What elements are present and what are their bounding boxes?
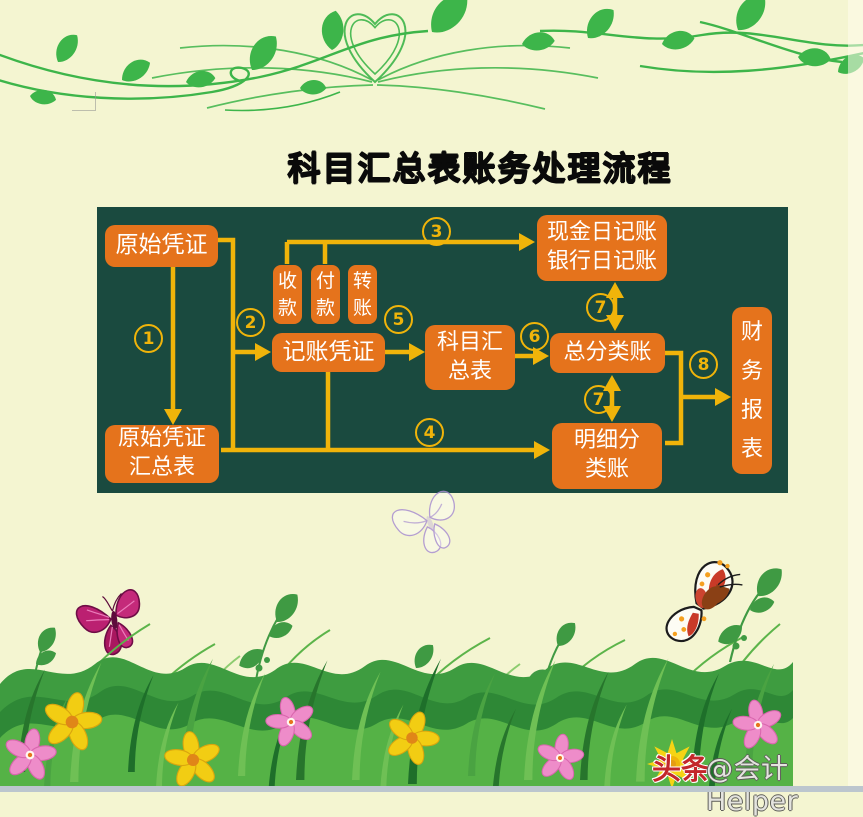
flowchart-panel: 原始凭证 收 款 付 款 转 账 记账凭证 科目汇 总表 现金日记账 银行日记账… [97,207,788,493]
watermark-flower-icon [647,739,697,789]
border-artifact [72,92,96,111]
grass-decoration [0,563,793,787]
flow-arrows [164,233,731,459]
arrow-8-bracket [665,350,717,446]
step-6-badge: 6 [520,322,549,351]
step-7b-badge: 7 [584,385,613,414]
node-subject-summary: 科目汇 总表 [425,325,515,390]
arrow-2-line [218,237,236,450]
step-3-badge: 3 [422,217,451,246]
node-journal-voucher: 记账凭证 [272,333,385,372]
node-transfer-voucher: 转 账 [348,265,377,324]
node-subsidiary-ledger: 明细分 类账 [552,423,662,489]
step-8-badge: 8 [689,350,718,379]
node-payment-voucher: 付 款 [311,265,340,324]
step-1-badge: 1 [134,324,163,353]
node-original-voucher-summary: 原始凭证 汇总表 [105,425,219,483]
vine-heart-decoration [0,0,863,112]
node-original-voucher: 原始凭证 [105,225,218,267]
node-financial-report: 财 务 报 表 [732,307,772,474]
node-general-ledger: 总分类账 [550,333,665,373]
watermark: 头条 @会计Helper [636,739,861,817]
watermark-platform: 头条 [652,752,711,786]
arrow-heads [164,233,731,459]
step-2-badge: 2 [236,308,265,337]
step-4-badge: 4 [415,418,444,447]
node-cash-bank-journal: 现金日记账 银行日记账 [537,215,667,281]
right-margin-strip [848,0,863,792]
orange-butterfly [665,560,743,643]
step-5-badge: 5 [384,305,413,334]
purple-butterfly [391,490,456,554]
bottom-edge-strip [0,786,863,792]
page-title: 科目汇总表账务处理流程 [287,149,673,188]
heart-fan-curves [151,44,599,110]
heart-outline [343,13,407,84]
step-7a-badge: 7 [586,293,615,322]
node-receipt-voucher: 收 款 [273,265,302,324]
arrow-3-line [284,239,521,264]
watermark-handle: @会计Helper [706,754,799,817]
